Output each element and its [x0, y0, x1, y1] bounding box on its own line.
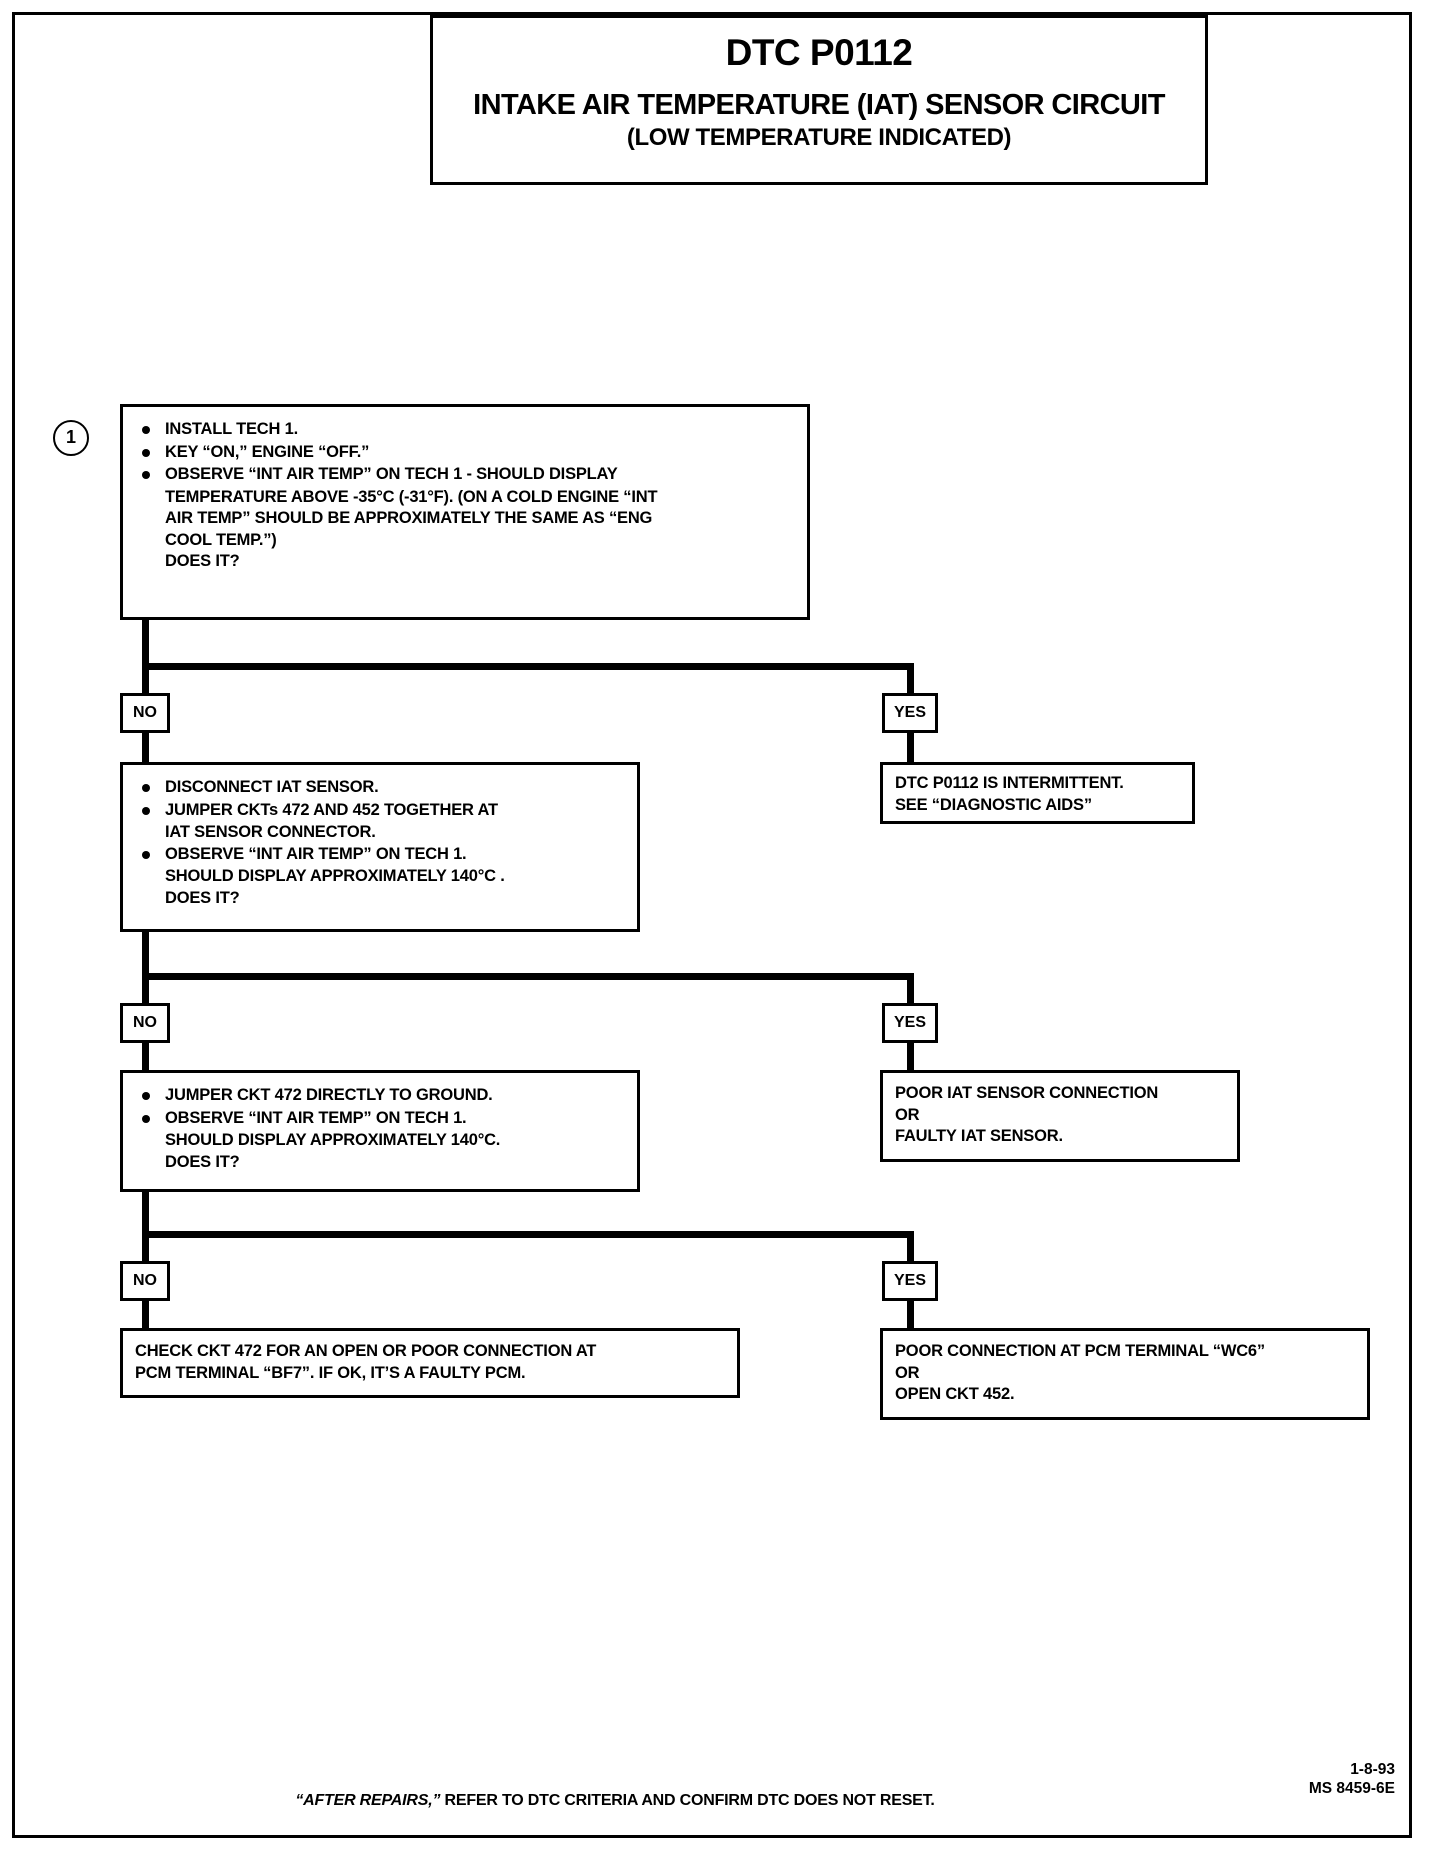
step-1-cont-2: AIR TEMP” SHOULD BE APPROXIMATELY THE SA… — [165, 509, 653, 527]
dtc-title-line1: INTAKE AIR TEMPERATURE (IAT) SENSOR CIRC… — [473, 88, 1165, 121]
branch-tag-no-3: NO — [120, 1261, 170, 1301]
connector-no1-to-step2 — [142, 732, 149, 764]
step-2-bullet-3: OBSERVE “INT AIR TEMP” ON TECH 1. — [135, 844, 627, 866]
branch-tag-no-1: NO — [120, 693, 170, 733]
step-1-yes-result-box: DTC P0112 IS INTERMITTENT. SEE “DIAGNOST… — [880, 762, 1195, 824]
dtc-title-line2: (LOW TEMPERATURE INDICATED) — [626, 124, 1012, 152]
step-2-box: DISCONNECT IAT SENSOR. JUMPER CKTs 472 A… — [120, 762, 640, 932]
step-2-bullet-2-cont: IAT SENSOR CONNECTOR. — [165, 823, 376, 841]
step-3-yes-result-box: POOR CONNECTION AT PCM TERMINAL “WC6” OR… — [880, 1328, 1370, 1420]
step-2-question: DOES IT? — [165, 888, 240, 907]
connector-step1-yes-down — [907, 663, 914, 695]
step-2-bullet-3-cont-1: SHOULD DISPLAY APPROXIMATELY 140°C . — [165, 867, 505, 885]
page-border — [12, 12, 1412, 1838]
step-2-bullet-2: JUMPER CKTs 472 AND 452 TOGETHER AT — [135, 800, 627, 822]
step-1-yes-line-2: SEE “DIAGNOSTIC AIDS” — [895, 795, 1092, 814]
step-1-question: DOES IT? — [165, 552, 240, 570]
step-2-yes-result-box: POOR IAT SENSOR CONNECTION OR FAULTY IAT… — [880, 1070, 1240, 1162]
step-1-bullet-2: KEY “ON,” ENGINE “OFF.” — [135, 442, 797, 464]
step-2-bullet-1: DISCONNECT IAT SENSOR. — [135, 777, 627, 799]
step-3-yes-line-2: OR — [895, 1363, 920, 1382]
footer-note-lead: “AFTER REPAIRS,” — [295, 1792, 441, 1809]
branch-tag-yes-3: YES — [882, 1261, 938, 1301]
footer-note: “AFTER REPAIRS,” REFER TO DTC CRITERIA A… — [15, 1792, 1215, 1810]
title-block: DTC P0112 INTAKE AIR TEMPERATURE (IAT) S… — [430, 15, 1208, 185]
step-2-yes-line-3: FAULTY IAT SENSOR. — [895, 1127, 1063, 1145]
step-1-cont-3: COOL TEMP.”) — [165, 530, 277, 549]
branch-tag-no-2: NO — [120, 1003, 170, 1043]
connector-yes3-to-result — [907, 1300, 914, 1330]
connector-step3-down — [142, 1190, 149, 1238]
footer-note-rest: REFER TO DTC CRITERIA AND CONFIRM DTC DO… — [440, 1792, 935, 1809]
step-3-no-line-2: PCM TERMINAL “BF7”. IF OK, IT’S A FAULTY… — [135, 1363, 526, 1382]
connector-step3-horizontal — [142, 1231, 914, 1238]
step-3-question: DOES IT? — [165, 1152, 240, 1171]
dtc-code: DTC P0112 — [725, 32, 913, 73]
connector-step2-yes-down — [907, 973, 914, 1005]
step-3-no-result-box: CHECK CKT 472 FOR AN OPEN OR POOR CONNEC… — [120, 1328, 740, 1398]
connector-step2-down — [142, 930, 149, 980]
footer-doc-id: MS 8459-6E — [1308, 1780, 1395, 1797]
step-3-yes-line-3: OPEN CKT 452. — [895, 1385, 1015, 1403]
connector-yes1-to-result — [907, 732, 914, 764]
connector-step1-down — [142, 618, 149, 670]
connector-step2-horizontal — [142, 973, 914, 980]
step-3-yes-line-1: POOR CONNECTION AT PCM TERMINAL “WC6” — [895, 1342, 1265, 1360]
step-2-yes-line-2: OR — [895, 1105, 920, 1124]
connector-no2-to-step3 — [142, 1042, 149, 1072]
step-3-box: JUMPER CKT 472 DIRECTLY TO GROUND. OBSER… — [120, 1070, 640, 1192]
step-1-bullet-3: OBSERVE “INT AIR TEMP” ON TECH 1 - SHOUL… — [135, 464, 797, 486]
step-number-1: 1 — [53, 420, 89, 456]
step-2-yes-line-1: POOR IAT SENSOR CONNECTION — [895, 1084, 1159, 1102]
branch-tag-yes-2: YES — [882, 1003, 938, 1043]
step-1-yes-line-1: DTC P0112 IS INTERMITTENT. — [895, 774, 1124, 792]
connector-yes2-to-result — [907, 1042, 914, 1072]
connector-step3-no-down — [142, 1231, 149, 1263]
connector-no3-to-result — [142, 1300, 149, 1330]
footer-date: 1-8-93 — [1350, 1761, 1395, 1778]
step-3-bullet-1: JUMPER CKT 472 DIRECTLY TO GROUND. — [135, 1085, 627, 1107]
connector-step1-horizontal — [142, 663, 914, 670]
step-3-bullet-2-cont-1: SHOULD DISPLAY APPROXIMATELY 140°C. — [165, 1131, 501, 1149]
step-3-bullet-2: OBSERVE “INT AIR TEMP” ON TECH 1. — [135, 1108, 627, 1130]
footer-doc-info: 1-8-93 MS 8459-6E — [1309, 1760, 1395, 1798]
connector-step1-no-down — [142, 663, 149, 695]
step-1-cont-1: TEMPERATURE ABOVE -35°C (-31°F). (ON A C… — [165, 487, 658, 506]
connector-step3-yes-down — [907, 1231, 914, 1263]
step-1-bullet-1: INSTALL TECH 1. — [135, 419, 797, 441]
connector-step2-no-down — [142, 973, 149, 1005]
branch-tag-yes-1: YES — [882, 693, 938, 733]
step-3-no-line-1: CHECK CKT 472 FOR AN OPEN OR POOR CONNEC… — [135, 1342, 597, 1360]
step-1-box: INSTALL TECH 1. KEY “ON,” ENGINE “OFF.” … — [120, 404, 810, 620]
